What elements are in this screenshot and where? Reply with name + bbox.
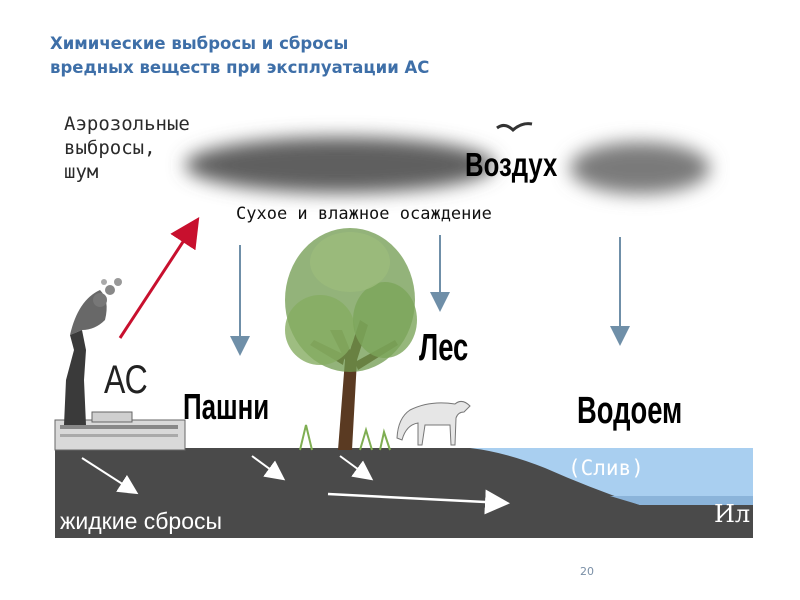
discharge-arrow-2: [251, 455, 286, 481]
water-body: [470, 448, 753, 505]
bird-icon: [496, 122, 533, 133]
discharge-arrow-3: [339, 455, 374, 481]
cooling-tower: [64, 278, 122, 425]
discharge-arrow-1: [81, 457, 139, 495]
aerosol-arrow: [118, 216, 200, 339]
fields-label: Пашни: [183, 386, 270, 427]
slide-title: Химические выбросы и сбросы вредных веще…: [50, 32, 429, 80]
discharge-label: (Слив): [568, 456, 644, 480]
aerosol-line-2: выбросы,: [64, 137, 156, 159]
silt-label: Ил: [714, 500, 751, 528]
water-body-label: Водоем: [577, 390, 683, 432]
aerosol-line-3: шум: [64, 161, 99, 183]
npp-buildings: [54, 411, 186, 451]
cloud-left: [185, 137, 495, 193]
horse-icon: [396, 400, 471, 446]
aerosol-line-1: Аэрозольные: [64, 113, 190, 135]
deposition-label: Сухое и влажное осаждение: [236, 204, 492, 224]
discharge-arrow-4: [327, 489, 510, 515]
air-label: Воздух: [465, 146, 558, 183]
npp-label: АС: [104, 358, 148, 402]
aerosol-label: Аэрозольные выбросы, шум: [64, 112, 190, 184]
tree: [285, 228, 417, 451]
page-number: 20: [580, 565, 594, 578]
liquid-discharges-label: жидкие сбросы: [60, 508, 223, 534]
title-line-1: Химические выбросы и сбросы: [50, 34, 349, 53]
forest-label: Лес: [419, 327, 469, 369]
title-line-2: вредных веществ при эксплуатации АС: [50, 58, 430, 77]
cloud-right: [570, 142, 710, 194]
